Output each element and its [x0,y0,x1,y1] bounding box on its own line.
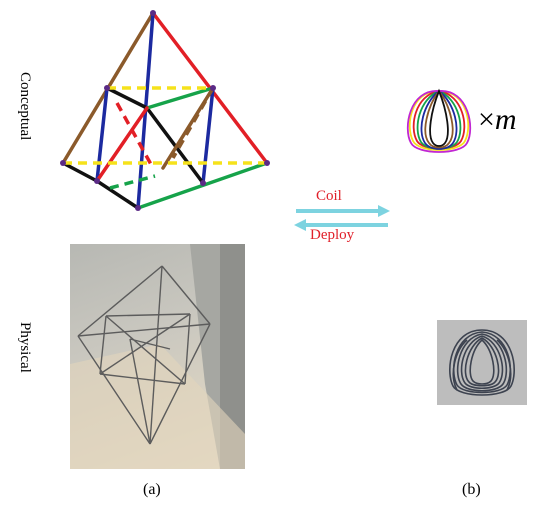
physical-structure-photo [70,244,245,469]
coiled-loops-photo [437,320,527,405]
edge-red-lower [97,181,203,183]
row-label-physical: Physical [17,322,33,373]
coil-arrow [294,205,390,231]
multiplier-label: ×m [478,103,517,137]
deploy-label: Deploy [310,227,355,243]
dashed-brown [171,87,215,159]
conceptual-structure-diagram [60,10,270,211]
coil-label: Coil [316,188,342,204]
multiplier-variable: m [494,103,517,136]
edge-black-bottom [61,161,99,183]
edge-red-inner [95,106,149,183]
edge-black-top [105,86,149,110]
edge-blue-right [201,86,215,185]
dashed-red [115,102,155,169]
coiled-loops-diagram [406,88,472,153]
edge-blue-left [95,86,109,183]
row-label-conceptual: Conceptual [17,72,33,141]
panel-label-a: (a) [143,481,161,498]
panel-label-b: (b) [462,481,481,498]
dashed-green [109,174,156,190]
edge-black-base [95,179,140,210]
times-symbol: × [478,103,495,136]
edge-green-top [145,86,215,110]
